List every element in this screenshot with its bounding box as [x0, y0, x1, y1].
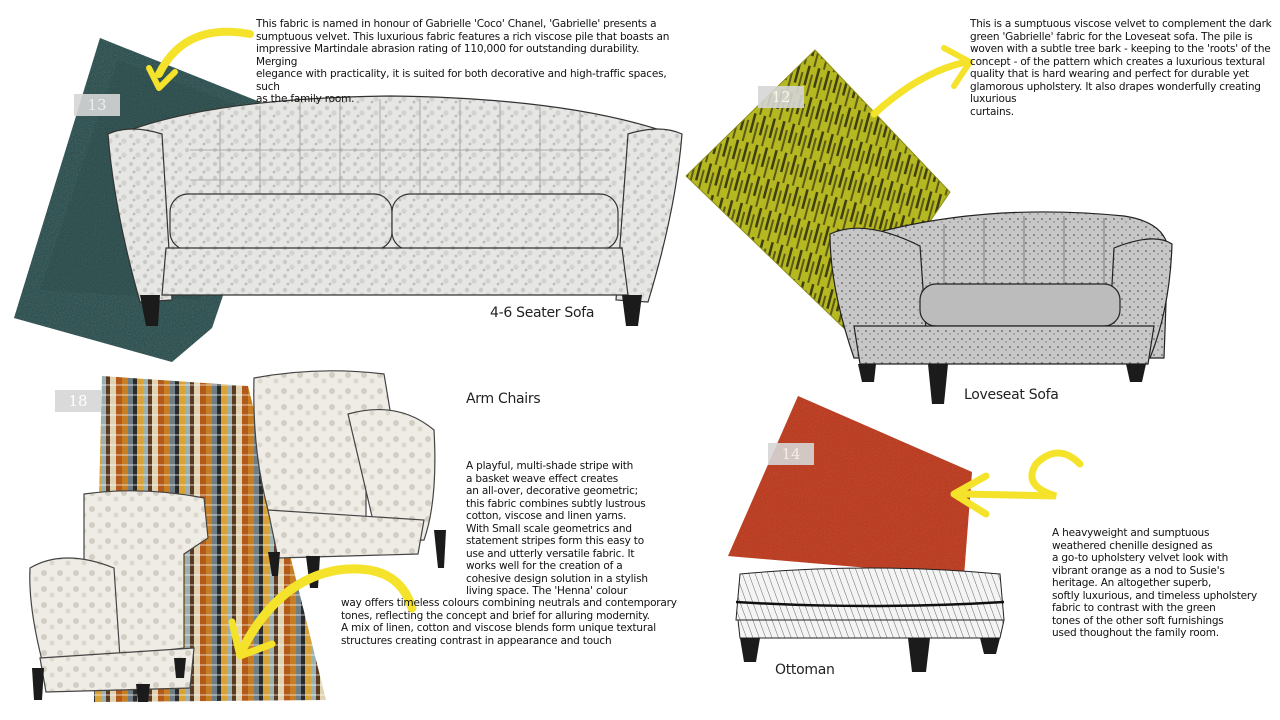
desc-line: softly luxurious, and timeless upholster…: [1052, 589, 1258, 602]
desc-line: use and utterly versatile fabric. It: [466, 547, 635, 560]
desc-line: used thoughout the family room.: [1052, 627, 1219, 639]
sofa-illustration: [107, 95, 683, 326]
desc-line: With Small scale geometrics and: [466, 522, 632, 535]
sofa-caption: 4-6 Seater Sofa: [490, 305, 595, 321]
desc-line: This is a sumptuous viscose velvet to co…: [970, 18, 1272, 30]
desc-line: green 'Gabrielle' fabric for the Lovesea…: [970, 30, 1253, 43]
ottoman-section: 14 A heavyweight and sumptuous weathered…: [700, 390, 1280, 720]
desc-line: woven with a subtle tree bark - keeping …: [970, 43, 1271, 55]
arrow-icon: [870, 45, 973, 118]
armchairs-description-continued: way offers timeless colours combining ne…: [341, 597, 691, 647]
loveseat-caption: Loveseat Sofa: [964, 387, 1059, 403]
desc-line: glamorous upholstery. It also drapes won…: [970, 80, 1261, 106]
armchairs-caption: Arm Chairs: [466, 391, 541, 407]
desc-line: a go-to upholstery velvet look with: [1052, 552, 1229, 564]
desc-line: curtains.: [970, 105, 1014, 118]
ottoman-caption: Ottoman: [775, 662, 835, 678]
ottoman-description: A heavyweight and sumptuous weathered ch…: [1052, 527, 1280, 640]
desc-line: A mix of linen, cotton and viscose blend…: [341, 622, 656, 634]
desc-line: This fabric is named in honour of Gabrie…: [256, 18, 657, 30]
desc-line: cohesive design solution in a stylish: [466, 572, 648, 585]
arrow-icon: [950, 449, 1084, 518]
desc-line: as the family room.: [256, 93, 355, 105]
loveseat-description: This is a sumptuous viscose velvet to co…: [970, 18, 1280, 118]
arrow-icon: [228, 564, 417, 660]
desc-line: cotton, viscose and linen yarns.: [466, 510, 627, 522]
fabric-tag-18: 18: [55, 390, 101, 412]
desc-line: elegance with practicality, it is suited…: [256, 68, 667, 93]
desc-line: this fabric combines subtly lustrous: [466, 497, 646, 510]
desc-line: living space. The 'Henna' colour: [466, 585, 628, 597]
desc-line: vibrant orange as a nod to Susie's: [1052, 564, 1225, 577]
armchairs-description: A playful, multi-shade stripe with a bas…: [466, 460, 696, 598]
desc-line: tones, reflecting the concept and brief …: [341, 609, 650, 622]
desc-line: concept - of the pattern which creates a…: [970, 55, 1265, 68]
desc-line: A heavyweight and sumptuous: [1052, 527, 1210, 539]
armchair-illustration-front: [29, 490, 209, 702]
desc-line: weathered chenille designed as: [1052, 539, 1213, 552]
fabric-tag-13: 13: [74, 94, 120, 116]
desc-line: impressive Martindale abrasion rating of…: [256, 43, 640, 68]
orange-chenille-swatch: [728, 396, 972, 576]
desc-line: structures creating contrast in appearan…: [341, 634, 612, 647]
fabric-tag-14: 14: [768, 443, 814, 465]
desc-line: tones of the other soft furnishings: [1052, 614, 1224, 627]
desc-line: way offers timeless colours combining ne…: [341, 597, 677, 609]
armchairs-section: 18 Arm Chairs A playful, multi-shade str…: [0, 360, 700, 720]
desc-line: statement stripes form this easy to: [466, 535, 644, 547]
ottoman-illustration: [735, 567, 1005, 672]
fabric-tag-12: 12: [758, 86, 804, 108]
arrow-icon: [146, 27, 254, 91]
armchair-illustration-back: [253, 370, 446, 588]
desc-line: fabric to contrast with the green: [1052, 602, 1216, 614]
desc-line: works well for the creation of a: [466, 560, 623, 572]
loveseat-section: 12 This is a sumptuous viscose velvet to…: [680, 0, 1280, 404]
sofa-section: 13: [0, 0, 683, 362]
loveseat-illustration: [829, 211, 1173, 404]
desc-line: heritage. An altogether superb,: [1052, 577, 1212, 589]
desc-line: quality that is hard wearing and perfect…: [970, 68, 1249, 80]
desc-line: sumptuous velvet. This luxurious fabric …: [256, 30, 670, 43]
sofa-description: This fabric is named in honour of Gabrie…: [256, 18, 676, 106]
desc-line: a basket weave effect creates: [466, 472, 618, 485]
desc-line: an all-over, decorative geometric;: [466, 485, 638, 497]
desc-line: A playful, multi-shade stripe with: [466, 460, 634, 472]
